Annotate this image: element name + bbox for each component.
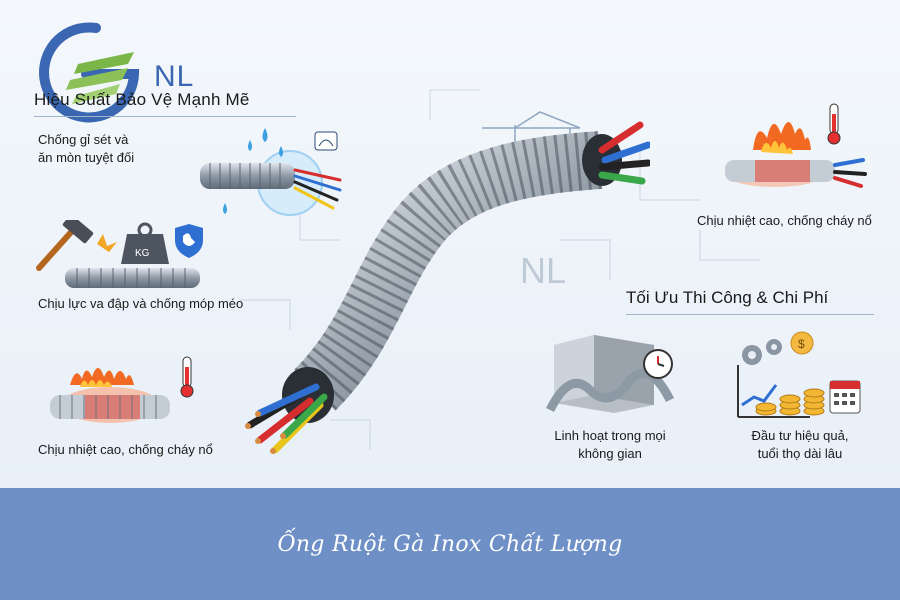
- heat-illustration-right: [725, 103, 867, 188]
- watermark-logo: NL: [520, 250, 567, 291]
- heat-illustration-left: [50, 356, 194, 423]
- heat-label-left: Chịu nhiệt cao, chống cháy nổ: [38, 442, 213, 457]
- corrosion-label-line2: ăn mòn tuyệt đối: [38, 150, 135, 165]
- right-title-underline: [626, 314, 874, 315]
- heat-label-right: Chịu nhiệt cao, chống cháy nổ: [697, 213, 872, 228]
- flexibility-label-line1: Linh hoạt trong mọi: [554, 428, 666, 443]
- title-underline: [34, 116, 296, 117]
- flexibility-label: Linh hoạt trong mọi không gian: [550, 427, 670, 463]
- footer-title: Ống Ruột Gà Inox Chất Lượng: [277, 531, 623, 557]
- flexibility-label-line2: không gian: [578, 446, 642, 461]
- investment-illustration: $: [737, 331, 861, 418]
- investment-label: Đầu tư hiệu quả, tuổi thọ dài lâu: [725, 427, 875, 463]
- impact-illustration: KG: [36, 220, 203, 288]
- weight-kg-label: KG: [135, 248, 150, 259]
- flexibility-illustration: [545, 335, 675, 413]
- logo-text: NL: [154, 60, 195, 93]
- left-section-title: Hiệu Suất Bảo Vệ Mạnh Mẽ: [34, 90, 250, 109]
- footer-banner: Ống Ruột Gà Inox Chất Lượng: [0, 488, 900, 600]
- impact-label: Chịu lực va đập và chống móp méo: [38, 296, 244, 311]
- right-section-title: Tối Ưu Thi Công & Chi Phí: [626, 288, 829, 307]
- corrosion-label: Chống gỉ sét và ăn mòn tuyệt đối: [38, 131, 134, 167]
- brand-logo: NL: [16, 14, 216, 124]
- infographic-canvas: NL Hiệu Suất Bảo Vệ Mạnh Mẽ Chống gỉ sét…: [0, 0, 900, 488]
- svg-text:$: $: [798, 337, 805, 351]
- investment-label-line1: Đầu tư hiệu quả,: [751, 428, 849, 443]
- investment-label-line2: tuổi thọ dài lâu: [757, 446, 843, 461]
- corrosion-label-line1: Chống gỉ sét và: [38, 132, 129, 147]
- conduit-illustration: [245, 121, 650, 454]
- corrosion-illustration: [200, 128, 342, 216]
